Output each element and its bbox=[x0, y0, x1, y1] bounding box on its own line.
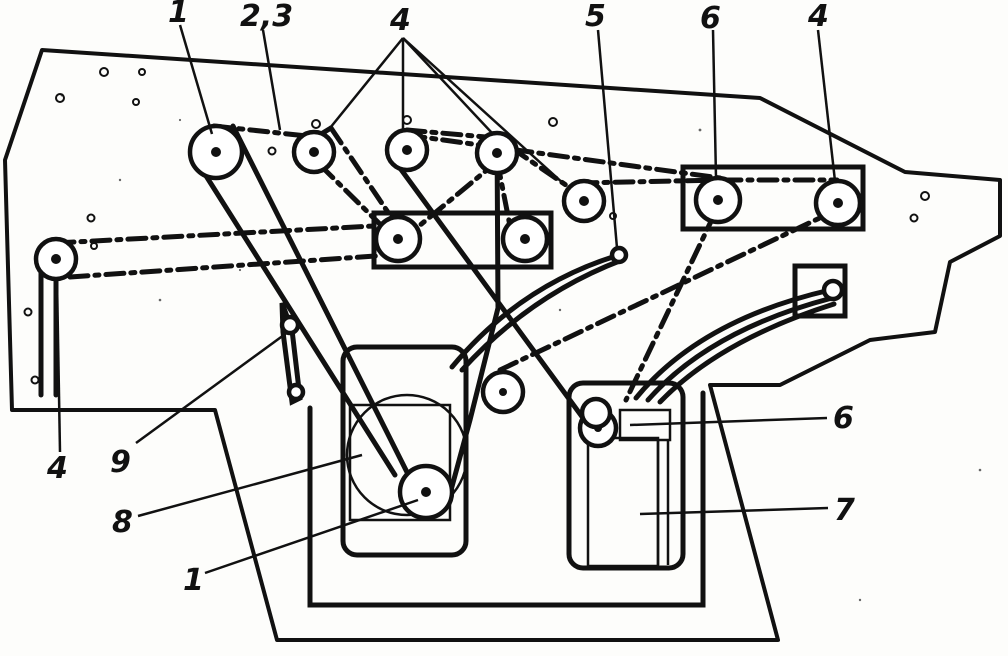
hose-fitting bbox=[609, 245, 629, 265]
roller-4-b bbox=[474, 130, 520, 176]
bracket-roller bbox=[821, 278, 845, 302]
label-bottom-1: 1 bbox=[183, 563, 204, 598]
cradle-frame bbox=[307, 390, 706, 608]
machine-body-outline bbox=[3, 48, 1002, 642]
label-right-6: 6 bbox=[833, 401, 854, 436]
label-bottom-8: 8 bbox=[112, 505, 133, 540]
label-bottom-4: 4 bbox=[46, 451, 68, 486]
callout-labels: 1 2,3 4 5 6 4 4 9 8 1 6 7 bbox=[46, 0, 855, 598]
rollers bbox=[33, 123, 863, 521]
label-top-2-3: 2,3 bbox=[240, 0, 293, 34]
leader-lines bbox=[55, 24, 837, 575]
roller-4-left bbox=[33, 236, 79, 282]
right-roller-plate bbox=[680, 164, 866, 232]
left-cassette-reel bbox=[345, 393, 469, 517]
tensioner-arm bbox=[279, 302, 306, 406]
label-bottom-9: 9 bbox=[110, 445, 131, 480]
label-top-4a: 4 bbox=[389, 3, 411, 38]
roller-6-cassette-small bbox=[579, 396, 613, 430]
label-top-6: 6 bbox=[700, 1, 721, 36]
guide-bracket bbox=[792, 263, 848, 319]
right-cassette-motor bbox=[618, 408, 672, 442]
label-top-4b: 4 bbox=[807, 0, 829, 34]
roller-plate-left bbox=[373, 214, 423, 264]
label-top-5: 5 bbox=[585, 0, 606, 34]
roller-4-a bbox=[384, 127, 430, 173]
roller-6 bbox=[693, 175, 743, 225]
right-cassette-drive-block bbox=[586, 436, 660, 568]
label-top-1: 1 bbox=[168, 0, 189, 30]
roller-1-top bbox=[187, 123, 245, 181]
left-cassette-inner bbox=[348, 403, 452, 522]
roller-1-bottom bbox=[397, 463, 455, 521]
roller-4-right bbox=[813, 178, 863, 228]
roller-guide bbox=[480, 369, 526, 415]
roller-mid-right bbox=[561, 178, 607, 224]
roller-2-3 bbox=[291, 129, 337, 175]
roller-plate-right bbox=[500, 214, 550, 264]
label-right-7: 7 bbox=[834, 493, 855, 528]
hoses bbox=[449, 252, 837, 405]
film-lines bbox=[38, 123, 586, 513]
right-cassette bbox=[566, 380, 686, 571]
